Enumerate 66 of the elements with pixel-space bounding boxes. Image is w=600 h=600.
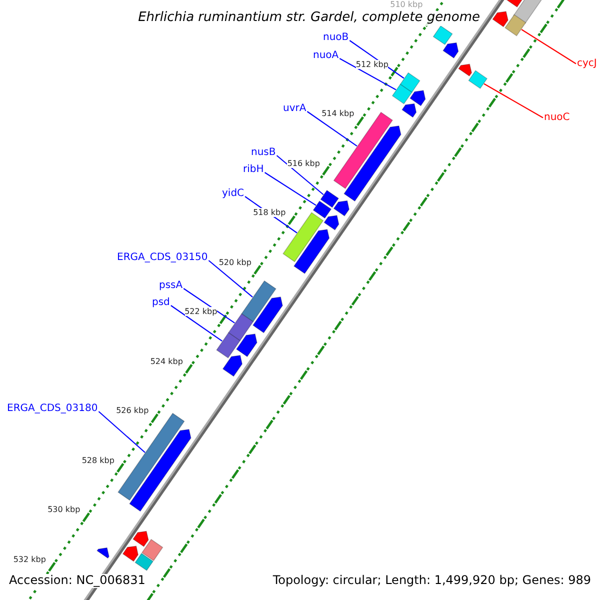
gene-block — [122, 546, 139, 562]
leader-line — [521, 29, 576, 64]
gene-block — [442, 42, 459, 59]
gene-block — [324, 215, 340, 230]
gene-block — [468, 70, 488, 89]
leader-line — [306, 111, 358, 147]
footer-text: Topology: circular; Length: 1,499,920 bp; Genes: 989 — [272, 574, 592, 588]
gene-label: psd — [152, 297, 170, 308]
gene-label: cycJ — [577, 58, 597, 70]
gene-block — [228, 313, 254, 342]
gene-block — [141, 538, 164, 562]
scale-label: 520 kbp — [218, 258, 252, 267]
leader-line — [183, 288, 235, 324]
gene-block — [132, 530, 149, 548]
scale-label: 526 kbp — [116, 406, 149, 416]
gene-block — [236, 334, 258, 358]
leader-line — [339, 58, 396, 90]
gene-label: pssA — [159, 280, 183, 292]
gene-block — [504, 14, 526, 36]
gene-label: nuoB — [323, 32, 349, 44]
scale-label: 514 kbp — [322, 109, 354, 118]
gene-label: uvrA — [283, 103, 306, 114]
gene-block — [293, 229, 330, 274]
gene-block — [129, 428, 192, 512]
gene-block — [241, 280, 276, 322]
gene-block — [506, 0, 524, 8]
gene-block — [392, 84, 412, 104]
leader-line — [276, 155, 324, 196]
gene-label: ERGA_CDS_03180 — [7, 403, 98, 414]
gene-label: ERGA_CDS_03150 — [117, 252, 208, 264]
leader-line — [208, 260, 253, 298]
gene-label: nusB — [251, 147, 276, 158]
gene-block — [402, 103, 417, 118]
gene-block — [134, 552, 154, 571]
gene-block — [458, 64, 472, 77]
gene-block — [513, 0, 543, 24]
scale-label: 516 kbp — [287, 158, 320, 168]
gene-block — [222, 354, 243, 377]
leader-line — [170, 305, 222, 342]
gene-block — [312, 200, 332, 219]
gene-block — [410, 90, 426, 106]
gene-label: nuoC — [544, 112, 570, 124]
gene-block — [492, 11, 508, 28]
scale-label: 532 kbp — [13, 554, 46, 564]
gene-label: nuoA — [313, 50, 339, 62]
scale-label: 518 kbp — [253, 208, 286, 218]
gene-block — [252, 296, 283, 334]
scale-label: 530 kbp — [48, 505, 80, 515]
gene-label: ribH — [243, 164, 264, 176]
leader-line — [264, 172, 316, 206]
scale-label: 512 kbp — [356, 60, 388, 69]
gene-block — [333, 200, 350, 216]
footer-text: Accession: NC_006831 — [8, 574, 146, 588]
scale-label: 524 kbp — [150, 356, 183, 366]
gene-label: yidC — [222, 188, 244, 200]
scale-label: 510 kbp — [390, 0, 423, 10]
gene-block — [400, 72, 420, 93]
leader-line — [98, 411, 146, 453]
gene-block — [216, 332, 241, 358]
gene-block — [344, 125, 402, 202]
scale-label: 528 kbp — [82, 456, 114, 465]
title: Ehrlichia ruminantium str. Gardel, complete genome — [138, 11, 480, 26]
leader-line — [484, 83, 544, 118]
gene-block — [96, 547, 110, 559]
scale-label: 522 kbp — [184, 307, 218, 316]
gene-block — [320, 190, 340, 208]
